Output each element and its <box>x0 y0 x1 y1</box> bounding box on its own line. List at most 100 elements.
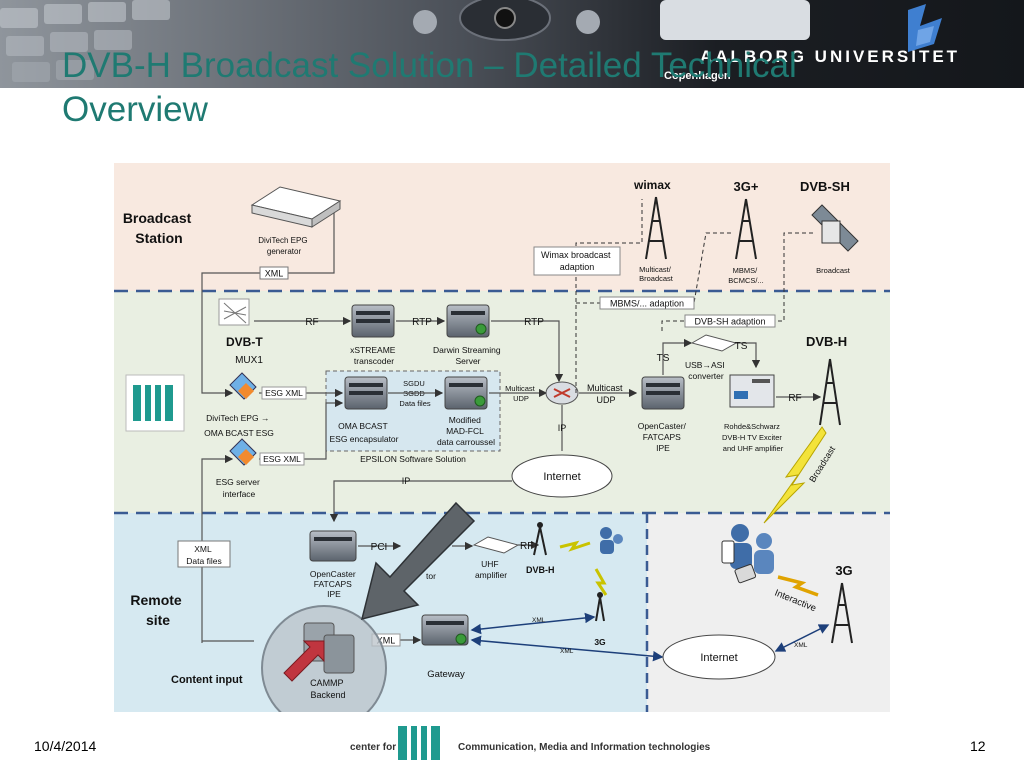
divitech-epg-generator: DiviTech EPG generator <box>250 186 342 256</box>
svg-text:USB→ASI converter: USB→ASI converter <box>685 360 727 381</box>
dvbsh-satellite: DVB-SH Broadcast <box>800 179 859 275</box>
slide-title: DVB-H Broadcast Solution – Detailed Tech… <box>62 44 797 132</box>
edge-xml-gw: XML <box>377 636 396 646</box>
edge-rf-remote: RF <box>520 541 533 552</box>
xml-links <box>470 612 830 662</box>
remote-users-icon <box>600 527 623 554</box>
svg-text:OpenCaster/ FATCAPS: OpenCaster/ FATCAPS IPE <box>638 421 689 453</box>
divitech-esg-icon: DiviTech EPG → OMA BCAST ESG <box>204 372 274 438</box>
edge-rf-rohde: RF <box>788 393 801 404</box>
esg-server-icon: ESG server interface <box>216 438 262 499</box>
footer-cmi-logo-icon <box>398 726 440 760</box>
svg-text:xSTREAME transcoder: xSTREAME transcoder <box>350 345 398 366</box>
svg-text:Internet: Internet <box>543 471 580 483</box>
opencaster-top: OpenCaster/ FATCAPS IPE <box>638 376 689 453</box>
wimax-tower: wimax Multicast/ Broadcast <box>633 178 674 283</box>
edge-xml-small3: XML <box>794 642 808 649</box>
svg-text:ESG server interface: ESG server interface <box>216 477 262 499</box>
dvbt-logo: DVB-T <box>226 335 263 349</box>
remote-site-label: Remote site <box>130 592 185 628</box>
dvbh-tower: DVB-H <box>806 334 847 426</box>
dvbsh-adaption-label: DVB-SH adaption <box>694 317 765 327</box>
oma-bcast-encapsulator: OMA BCAST ESG encapsulator <box>330 376 399 444</box>
svg-text:Multicast/ Broadcast: Multicast/ Broadcast <box>639 265 674 283</box>
small-3g-antenna-icon <box>595 592 605 622</box>
pointer-arrow-icon <box>360 501 476 621</box>
aau-logo-icon <box>908 4 942 52</box>
dvbsh-logo: DVB-SH <box>800 179 850 194</box>
mbms-adaption-label: MBMS/... adaption <box>610 299 684 309</box>
trunk-lines <box>201 213 335 643</box>
gateway-server: Gateway <box>421 614 469 680</box>
broadcast-station-label: Broadcast Station <box>123 210 195 246</box>
broadcast-lightning-icon <box>763 426 827 524</box>
internet-cloud-top: Internet <box>511 454 613 498</box>
edge-multicast-udp-small: Multicast UDP <box>505 384 537 403</box>
remote-exciter-label: tor <box>426 571 436 581</box>
phone-keypad-graphic <box>413 0 810 41</box>
svg-text:MBMS/ BCMCS/...: MBMS/ BCMCS/... <box>728 266 763 285</box>
router-icon <box>545 381 579 405</box>
svg-text:DiviTech EPG → OMA BCAST: DiviTech EPG → OMA BCAST ESG <box>204 413 274 438</box>
3g-tower-right: 3G <box>831 563 853 644</box>
darwin-streaming-server: Darwin Streaming Server <box>433 304 503 366</box>
svg-text:DiviTech EPG generator: DiviTech EPG generator <box>258 236 310 256</box>
svg-text:OMA BCAST ESG encapsulat: OMA BCAST ESG encapsulator <box>330 421 399 444</box>
edge-pci: PCI <box>371 542 388 553</box>
edge-xml-small2: XML <box>560 648 574 655</box>
cammp-backend: CAMMP Backend <box>261 605 387 712</box>
mux1-antenna: DVB-T MUX1 <box>218 298 263 366</box>
svg-text:OpenCaster FATCAPS: OpenCaster FATCAPS IPE <box>310 569 358 599</box>
banner-graphic <box>0 0 1024 88</box>
header-banner: AALBORG UNIVERSITET Copenhagen <box>0 0 1024 88</box>
university-campus: Copenhagen <box>664 70 731 82</box>
edge-esg-xml2: ESG XML <box>263 454 301 464</box>
3g-right-label: 3G <box>835 563 852 578</box>
svg-text:UHF amplifier: UHF amplifier <box>475 559 507 580</box>
page-number: 12 <box>970 738 986 754</box>
footer-center-name: Communication, Media and Information tec… <box>458 742 711 753</box>
slide-title-line1: DVB-H Broadcast Solution – Detailed Tech… <box>62 46 797 85</box>
edge-ip1: IP <box>558 423 567 433</box>
edge-rtp2: RTP <box>524 317 544 328</box>
edge-ts2: TS <box>735 341 748 352</box>
cmi-logo-icon <box>125 374 185 432</box>
internet-cloud-bottom: Internet <box>662 634 776 680</box>
interactive-lightning-icon <box>777 575 819 597</box>
university-name: AALBORG UNIVERSITET <box>700 47 961 66</box>
mad-fcl-carrousel: Modified MAD-FCL data carroussel <box>437 376 495 447</box>
svg-text:Darwin Streaming Server: Darwin Streaming Server <box>433 345 503 366</box>
wimax-logo: wimax <box>633 178 671 192</box>
3gplus-label: 3G+ <box>734 179 759 194</box>
edge-rf-mux: RF <box>305 317 318 328</box>
edge-multicast-udp: Multicast UDP <box>587 383 625 405</box>
remote-lightning-icon <box>559 540 591 552</box>
content-input-label: Content input <box>171 674 243 686</box>
svg-text:Rohde&Schwarz DVB-H TV E: Rohde&Schwarz DVB-H TV Exciter and UHF a… <box>722 422 784 453</box>
edge-rtp1: RTP <box>412 317 432 328</box>
wimax-adaption-label: Wimax broadcast adaption <box>541 250 613 272</box>
broadcast-station-zone <box>114 163 890 291</box>
xstreame-transcoder: xSTREAME transcoder <box>350 304 398 366</box>
network-diagram: Broadcast Station Remote site DiviTech E… <box>114 163 890 712</box>
end-users-icon <box>721 524 774 584</box>
epsilon-label: EPSILON Software Solution <box>360 454 466 464</box>
footer-center-for: center for <box>350 742 397 753</box>
svg-text:CAMMP Backend: CAMMP Backend <box>310 678 346 700</box>
rohde-schwarz-exciter: Rohde&Schwarz DVB-H TV Exciter and UHF a… <box>722 374 784 453</box>
slide-title-line2: Overview <box>62 90 208 129</box>
footer-date: 10/4/2014 <box>34 738 97 754</box>
keyboard-keys-graphic <box>0 0 170 82</box>
remote-antenna-icon <box>533 522 547 556</box>
small-3g-label: 3G <box>594 637 606 647</box>
svg-text:Gateway: Gateway <box>427 669 465 680</box>
edge-xml-small1: XML <box>532 617 546 624</box>
small-lightning-icon <box>594 568 608 596</box>
dvbh-small-logo: DVB-H <box>526 565 555 575</box>
mux1-label: MUX1 <box>235 355 263 366</box>
edge-ip2: IP <box>402 476 411 486</box>
svg-text:Broadcast: Broadcast <box>816 266 851 275</box>
edge-esg-xml1: ESG XML <box>265 388 303 398</box>
edge-xml-top: XML <box>265 269 284 279</box>
3gplus-tower: 3G+ MBMS/ BCMCS/... <box>728 179 763 285</box>
